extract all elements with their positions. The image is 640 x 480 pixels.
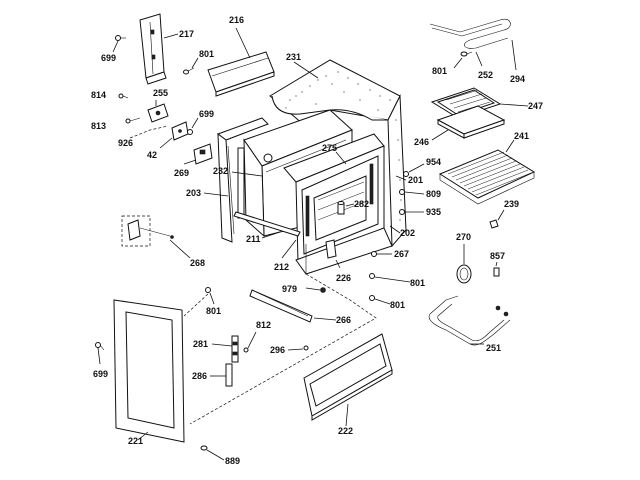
label-241: 241	[514, 131, 529, 141]
label-255: 255	[153, 88, 168, 98]
label-211: 211	[246, 234, 261, 244]
part-216-vent-panel	[207, 51, 275, 97]
screw-813	[125, 117, 141, 124]
label-926: 926	[118, 138, 133, 148]
label-281: 281	[193, 339, 208, 349]
label-222: 222	[338, 426, 353, 436]
label-801-d: 801	[390, 300, 405, 310]
label-217: 217	[179, 29, 194, 39]
label-246: 246	[414, 137, 429, 147]
screw-699-c	[95, 342, 105, 351]
label-801-c: 801	[410, 278, 425, 288]
part-251-bake-element	[428, 295, 511, 346]
label-954: 954	[426, 157, 441, 167]
label-231: 231	[286, 52, 301, 62]
label-979: 979	[282, 284, 297, 294]
part-857-screw	[493, 267, 500, 277]
label-801-b: 801	[206, 306, 221, 316]
label-270: 270	[456, 232, 471, 242]
label-812: 812	[256, 320, 271, 330]
label-216: 216	[229, 15, 244, 25]
part-979-screw	[320, 287, 326, 293]
label-212: 212	[274, 262, 289, 272]
label-201: 201	[408, 175, 423, 185]
label-801-e: 801	[432, 66, 447, 76]
label-813: 813	[91, 121, 106, 131]
part-222-drawer-panel	[303, 333, 393, 421]
label-294: 294	[510, 74, 525, 84]
screw-699-b	[187, 129, 193, 135]
part-211-rail	[233, 211, 301, 237]
part-269-bracket	[193, 143, 213, 165]
label-252: 252	[478, 70, 493, 80]
label-239: 239	[504, 199, 519, 209]
label-247: 247	[528, 101, 543, 111]
screw-801-b	[205, 287, 211, 293]
label-814: 814	[91, 90, 106, 100]
label-269: 269	[174, 168, 189, 178]
label-202: 202	[400, 228, 415, 238]
label-282: 282	[354, 199, 369, 209]
label-266: 266	[336, 315, 351, 325]
part-241-oven-rack	[438, 149, 536, 205]
screw-801-a	[183, 67, 195, 75]
label-251: 251	[486, 343, 501, 353]
part-809-screw	[399, 189, 405, 195]
label-267: 267	[394, 249, 409, 259]
screw-801-c	[369, 273, 375, 279]
part-202-frame	[295, 227, 393, 275]
part-296-screw	[303, 345, 309, 351]
label-699-a: 699	[101, 53, 116, 63]
screw-814	[118, 93, 129, 99]
part-267-clip	[371, 251, 377, 257]
label-801-a: 801	[199, 49, 214, 59]
part-954-clip	[403, 171, 409, 177]
label-203: 203	[186, 188, 201, 198]
label-268: 268	[190, 258, 205, 268]
label-699-b: 699	[199, 109, 214, 119]
part-217-bracket	[139, 13, 167, 85]
label-809: 809	[426, 189, 441, 199]
screw-699-a	[115, 35, 126, 41]
part-226-hinge	[325, 239, 337, 259]
label-699-c: 699	[93, 369, 108, 379]
part-252-broil-element	[429, 18, 511, 49]
part-42-bracket	[171, 121, 189, 141]
label-857: 857	[490, 251, 505, 261]
part-239-clip	[489, 219, 499, 229]
label-296: 296	[270, 345, 285, 355]
part-286-clip	[225, 363, 233, 387]
part-812-screw	[243, 347, 249, 353]
part-275-front-frame	[283, 133, 385, 263]
part-203-side-panel	[216, 117, 269, 243]
part-281-hinge	[231, 335, 239, 363]
part-246-broiler-pan	[436, 105, 506, 139]
part-255-switch	[147, 103, 169, 123]
part-221-door-frame	[113, 299, 185, 443]
label-889: 889	[225, 456, 240, 466]
part-270-ring	[456, 264, 472, 284]
label-232: 232	[213, 166, 228, 176]
label-226: 226	[336, 273, 351, 283]
part-935-screw	[399, 209, 405, 215]
part-926-wire	[129, 125, 169, 139]
label-935: 935	[426, 207, 441, 217]
part-266-rail	[249, 289, 313, 323]
screw-801-d	[369, 295, 375, 301]
screw-801-e	[460, 51, 473, 57]
label-42: 42	[147, 150, 157, 160]
label-275: 275	[322, 143, 337, 153]
label-286: 286	[192, 371, 207, 381]
part-268-detail	[121, 215, 174, 247]
label-221: 221	[128, 436, 143, 446]
part-889-screw	[200, 445, 208, 451]
part-247-broiler-pan-insert	[430, 87, 502, 119]
